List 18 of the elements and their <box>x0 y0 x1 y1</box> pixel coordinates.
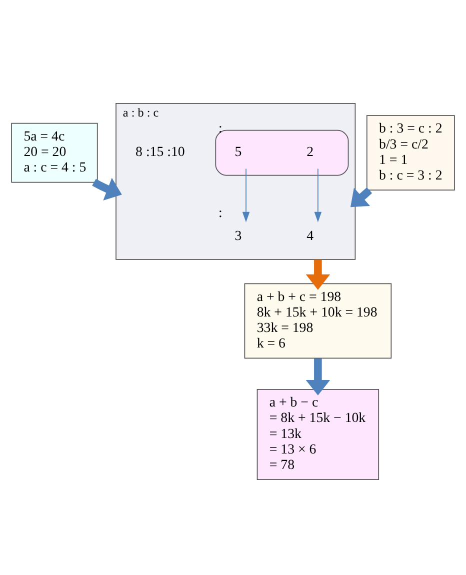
node-text: 2 <box>306 144 314 159</box>
arrow <box>242 168 250 222</box>
arrow <box>92 177 122 200</box>
arrow <box>306 258 330 290</box>
node-text: 5 <box>234 144 242 159</box>
node-text: 4 <box>306 228 314 243</box>
arrow <box>306 358 330 395</box>
node-label: : <box>218 120 222 136</box>
node-label: : <box>218 204 222 220</box>
node-box: 5a = 4c 20 = 20 a : c = 4 : 5 <box>11 122 98 182</box>
label: 8 :15 :10 <box>136 144 185 159</box>
arrow <box>350 186 372 207</box>
arrow <box>314 168 322 222</box>
node-box: b : 3 = c : 2 b/3 = c/2 1 = 1 b : c = 3 : 2 <box>366 114 455 190</box>
node-box: a + b − c = 8k + 15k − 10k = 13k = 13 × 6 = 78 <box>256 388 380 480</box>
node-box: a + b + c = 198 8k + 15k + 10k = 198 33k = 198 k = 6 <box>244 282 392 358</box>
node-text: 3 <box>234 228 242 243</box>
cluster <box>215 129 349 176</box>
